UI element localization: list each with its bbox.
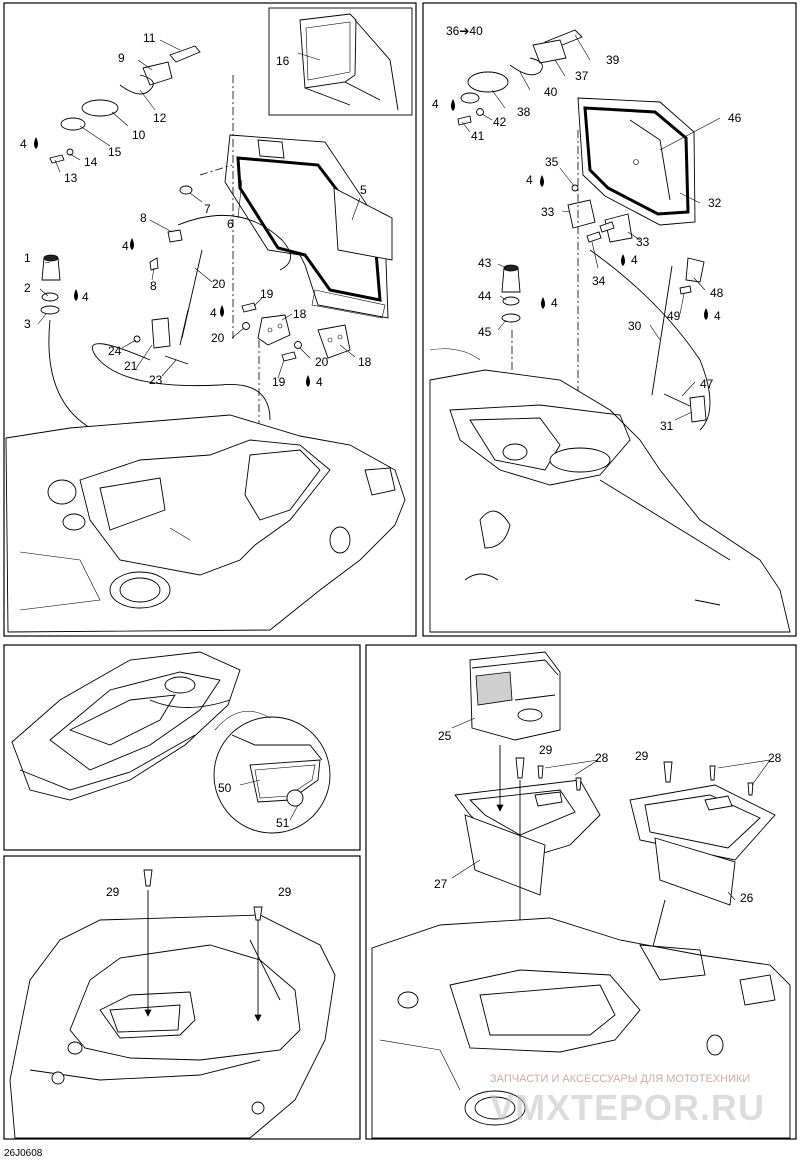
callout-3: 3 [24,317,31,331]
callout-6: 6 [227,217,234,231]
callout-35: 35 [545,155,559,169]
callout-23: 23 [149,373,163,387]
callout-43: 43 [478,256,492,270]
callout-33b: 33 [636,235,650,249]
callout-18a: 18 [293,307,307,321]
callout-4-tr-b: 4 [526,173,533,187]
callout-labels-middle-left: 50 51 [218,781,290,830]
callout-29a: 29 [106,885,120,899]
callout-21: 20 [212,277,226,291]
panel-top-left [5,7,413,633]
callout-4-tr-e: 4 [714,309,721,323]
watermark-caption: ЗАПЧАСТИ И АКСЕССУАРЫ ДЛЯ МОТОТЕХНИКИ [490,1073,750,1085]
callout-50: 50 [218,781,232,795]
callout-16: 15 [108,145,122,159]
callout-30: 30 [628,319,642,333]
callout-12: 11 [143,31,156,45]
callout-47: 47 [700,377,714,391]
callout-26: 26 [740,891,754,905]
callout-5: 5 [360,183,367,197]
callout-51: 51 [276,816,290,830]
callout-labels-top-right: 36➔40 39 40 37 38 4 42 41 46 32 35 4 33 … [432,24,742,433]
callout-15: 14 [84,155,98,169]
callout-31: 31 [660,419,674,433]
callout-40: 40 [544,85,558,99]
panel-top-right-frame [422,2,797,637]
leader-lines [37,34,771,901]
callout-41: 41 [471,129,485,143]
watermark-site: VMXTEPOR.RU [490,1087,765,1128]
callout-4c: 4 [82,290,89,304]
callout-4a: 4 [20,137,27,151]
callout-38: 38 [517,105,531,119]
callout-4-tr-a: 4 [432,97,439,111]
callout-20a: 20 [211,331,225,345]
callout-13: 12 [153,111,167,125]
callout-36-40: 36➔40 [446,24,483,38]
callout-2: 2 [24,281,31,295]
callout-4e: 4 [316,375,323,389]
callout-32: 32 [708,196,722,210]
callout-14: 13 [64,171,78,185]
callout-19a: 19 [260,287,274,301]
callout-1: 1 [24,251,31,265]
callout-29d: 29 [635,749,649,763]
callout-25: 25 [438,729,452,743]
droplet-icon [451,99,708,320]
panel-bottom-left-frame [3,855,361,1140]
callout-28a: 28 [595,751,609,765]
callout-39: 39 [606,53,620,67]
callout-18b: 18 [358,355,372,369]
panel-bottom-right-frame [365,644,797,1140]
callout-17: 16 [276,54,290,68]
callout-27: 27 [434,877,448,891]
callout-4-tr-c: 4 [631,253,638,267]
callout-49: 49 [667,309,681,323]
callout-29b: 29 [278,885,292,899]
callout-48: 48 [710,286,724,300]
callout-34: 34 [592,274,606,288]
panel-middle-left [11,651,331,834]
callout-33a: 33 [541,205,555,219]
callout-28b: 28 [768,751,782,765]
callout-24: 24 [108,344,122,358]
callout-11: 10 [132,128,146,142]
callout-7: 7 [204,202,211,216]
drawing-code: 26J0608 [4,1148,43,1159]
callout-labels-top-left: 11 9 12 10 15 4 14 13 16 5 7 6 8 4 8 20 … [20,31,372,389]
callout-8: 8 [140,211,147,225]
callout-labels-bottom-left: 29 29 [106,885,292,899]
callout-46: 46 [728,111,742,125]
callout-10: 9 [118,51,125,65]
callout-45: 45 [478,325,492,339]
callout-4d: 4 [210,306,217,320]
callout-44: 44 [478,289,492,303]
callout-4-tr-d: 4 [551,296,558,310]
droplet-icon [34,137,310,387]
panel-middle-left-frame [3,644,361,851]
callout-37: 37 [575,69,589,83]
callout-22: 21 [124,359,138,373]
panel-top-right [429,29,791,633]
callout-20b: 20 [315,355,329,369]
panel-bottom-right [371,651,791,1139]
callout-4b: 4 [122,239,129,253]
callout-labels-bottom-right: 25 29 28 29 28 27 26 [434,729,782,905]
panel-bottom-left [9,869,336,1139]
callout-9: 8 [150,279,157,293]
callout-29c: 29 [539,743,553,757]
panel-top-left-frame [3,2,417,637]
callout-19b: 19 [272,375,286,389]
callout-42: 42 [493,115,507,129]
